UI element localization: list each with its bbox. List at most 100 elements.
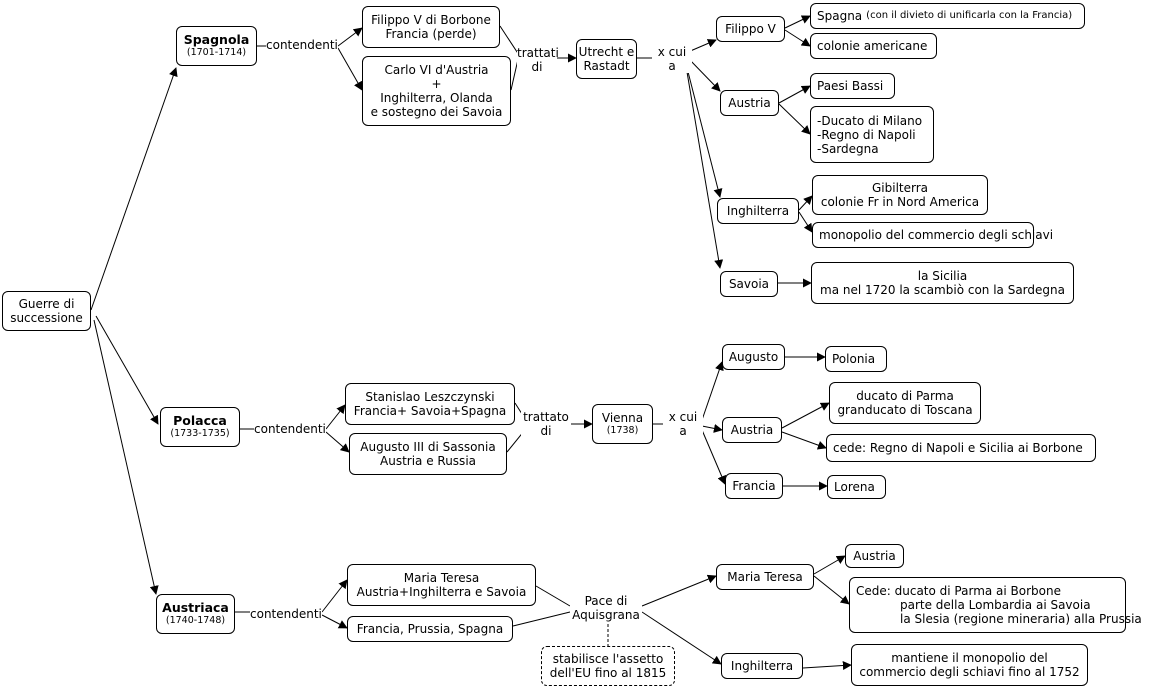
spagnola-savoia: Savoia <box>720 271 778 297</box>
polacca-contender-2-line-1: Augusto III di Sassonia <box>360 440 496 454</box>
polacca-cede-label: cede: Regno di Napoli e Sicilia ai Borbo… <box>833 441 1083 455</box>
spagnola-colonie: colonie americane <box>810 33 937 59</box>
polacca-augusto: Augusto <box>722 344 785 370</box>
war-polacca-title: Polacca <box>173 413 227 428</box>
war-spagnola-title: Spagnola <box>183 32 250 47</box>
spagnola-filippo: Filippo V <box>716 16 785 42</box>
polacca-xcui-word: x cui <box>668 410 698 424</box>
polacca-contender-2: Augusto III di Sassonia Austria e Russia <box>349 433 507 475</box>
austriaca-contendenti-label: contendenti <box>250 607 322 621</box>
spagnola-ducato-line-3: -Sardegna <box>817 141 879 156</box>
austriaca-pace-line-1: Pace di <box>584 594 628 608</box>
austriaca-cede-line-1: Cede: ducato di Parma ai Borbone <box>856 584 1062 598</box>
spagnola-contender-2-line-3: Inghilterra, Olanda <box>380 91 493 105</box>
root-node: Guerre di successione <box>2 291 91 331</box>
austriaca-contender-1: Maria Teresa Austria+Inghilterra e Savoi… <box>347 564 536 606</box>
spagnola-gibilterra-line-1: Gibilterra <box>871 181 928 195</box>
spagnola-ducato: -Ducato di Milano -Regno di Napoli -Sard… <box>810 106 934 163</box>
spagnola-colonie-label: colonie americane <box>817 39 928 53</box>
spagnola-savoia-label: Savoia <box>728 277 770 291</box>
polacca-polonia-label: Polonia <box>832 352 876 366</box>
polacca-polonia: Polonia <box>825 346 887 372</box>
spagnola-monopolio-label: monopolio del commercio degli schiavi <box>819 228 1054 242</box>
polacca-austria: Austria <box>722 417 782 443</box>
austriaca-maria-teresa: Maria Teresa <box>716 564 814 590</box>
war-austriaca-years: (1740-1748) <box>165 615 226 626</box>
spagnola-a-word: a <box>668 59 676 73</box>
spagnola-trattati-label: trattati di <box>517 46 559 74</box>
spagnola-spagna-label: Spagna <box>817 9 863 23</box>
spagnola-inghilterra-label: Inghilterra <box>726 204 790 218</box>
spagnola-treaty: Utrecht e Rastadt <box>576 39 637 79</box>
polacca-lorena-label: Lorena <box>834 480 875 494</box>
root-line-1: Guerre di <box>18 297 75 311</box>
spagnola-sicilia-line-1: la Sicilia <box>917 269 968 283</box>
spagnola-treaty-line-2: Rastadt <box>583 59 630 73</box>
austriaca-contender-1-line-1: Maria Teresa <box>403 571 480 585</box>
spagnola-xcui-word: x cui <box>657 45 687 59</box>
polacca-contender-1-line-1: Stanislao Leszczynski <box>365 390 495 404</box>
spagnola-sicilia-line-2: ma nel 1720 la scambiò con la Sardegna <box>820 283 1065 297</box>
spagnola-treaty-line-1: Utrecht e <box>578 45 635 59</box>
spagnola-xcui-label: x cui a <box>652 45 692 73</box>
war-austriaca: Austriaca (1740-1748) <box>156 594 235 634</box>
polacca-trattato-word: trattato <box>523 410 569 424</box>
austriaca-assetto-note: stabilisce l'assetto dell'EU fino al 181… <box>541 646 675 686</box>
austriaca-cede-line-2: parte della Lombardia ai Savoia <box>900 598 1091 612</box>
root-line-2: successione <box>10 311 83 325</box>
spagnola-gibilterra: Gibilterra colonie Fr in Nord America <box>812 175 988 215</box>
spagnola-paesi-bassi-label: Paesi Bassi <box>817 79 884 93</box>
polacca-xcui-label: x cui a <box>663 410 703 438</box>
spagnola-trattati-word: trattati <box>517 46 559 60</box>
spagnola-contender-2-line-1: Carlo VI d'Austria <box>384 63 489 77</box>
polacca-contender-2-line-2: Austria e Russia <box>380 454 476 468</box>
spagnola-sicilia: la Sicilia ma nel 1720 la scambiò con la… <box>811 262 1074 304</box>
polacca-parma-line-2: granducato di Toscana <box>837 403 973 417</box>
spagnola-contender-1-line-2: Francia (perde) <box>385 27 477 41</box>
austriaca-assetto-line-2: dell'EU fino al 1815 <box>549 666 667 680</box>
spagnola-di-word: di <box>531 60 543 74</box>
austriaca-cede: Cede: ducato di Parma ai Borbone parte d… <box>849 577 1142 633</box>
polacca-cede: cede: Regno di Napoli e Sicilia ai Borbo… <box>826 434 1096 462</box>
austriaca-contender-1-line-2: Austria+Inghilterra e Savoia <box>356 585 527 599</box>
polacca-treaty-line-1: Vienna <box>601 411 644 425</box>
polacca-contendenti-label: contendenti <box>254 422 326 436</box>
austriaca-cede-line-3: la Slesia (regione mineraria) alla Pruss… <box>900 612 1142 626</box>
austriaca-inghilterra-label: Inghilterra <box>730 659 794 673</box>
war-austriaca-title: Austriaca <box>162 600 229 615</box>
austriaca-monopolio: mantiene il monopolio del commercio degl… <box>851 644 1088 686</box>
war-spagnola-years: (1701-1714) <box>186 47 247 58</box>
polacca-treaty-line-2: (1738) <box>606 425 639 436</box>
war-spagnola: Spagnola (1701-1714) <box>176 26 257 66</box>
spagnola-contender-2-line-4: e sostegno dei Savoia <box>370 105 503 119</box>
austriaca-austria: Austria <box>845 544 904 568</box>
polacca-augusto-label: Augusto <box>728 350 779 364</box>
polacca-parma-line-1: ducato di Parma <box>856 389 954 403</box>
spagnola-monopolio: monopolio del commercio degli schiavi <box>812 222 1053 248</box>
polacca-a-word: a <box>679 424 687 438</box>
polacca-di-word: di <box>540 424 552 438</box>
war-polacca: Polacca (1733-1735) <box>160 407 240 447</box>
spagnola-spagna: Spagna (con il divieto di unificarla con… <box>810 3 1085 29</box>
spagnola-gibilterra-line-2: colonie Fr in Nord America <box>820 195 980 209</box>
spagnola-spagna-note: (con il divieto di unificarla con la Fra… <box>866 10 1073 21</box>
spagnola-filippo-label: Filippo V <box>725 22 776 36</box>
war-polacca-years: (1733-1735) <box>170 428 230 439</box>
spagnola-contender-1: Filippo V di Borbone Francia (perde) <box>362 6 500 48</box>
spagnola-paesi-bassi: Paesi Bassi <box>810 73 895 99</box>
polacca-trattato-label: trattato di <box>521 410 571 438</box>
spagnola-contender-2: Carlo VI d'Austria + Inghilterra, Olanda… <box>362 56 511 126</box>
austriaca-monopolio-line-1: mantiene il monopolio del <box>891 651 1048 665</box>
spagnola-austria-label: Austria <box>728 96 771 110</box>
spagnola-contender-2-line-2: + <box>431 77 442 91</box>
austriaca-contender-2: Francia, Prussia, Spagna <box>347 616 513 642</box>
spagnola-ducato-line-2: -Regno di Napoli <box>817 127 916 142</box>
polacca-treaty: Vienna (1738) <box>592 404 653 444</box>
austriaca-pace-line-2: Aquisgrana <box>572 608 640 622</box>
spagnola-austria: Austria <box>720 90 779 116</box>
austriaca-assetto-line-1: stabilisce l'assetto <box>552 652 664 666</box>
austriaca-maria-teresa-label: Maria Teresa <box>727 570 803 584</box>
austriaca-monopolio-line-2: commercio degli schiavi fino al 1752 <box>859 665 1080 679</box>
polacca-francia-label: Francia <box>732 479 776 493</box>
